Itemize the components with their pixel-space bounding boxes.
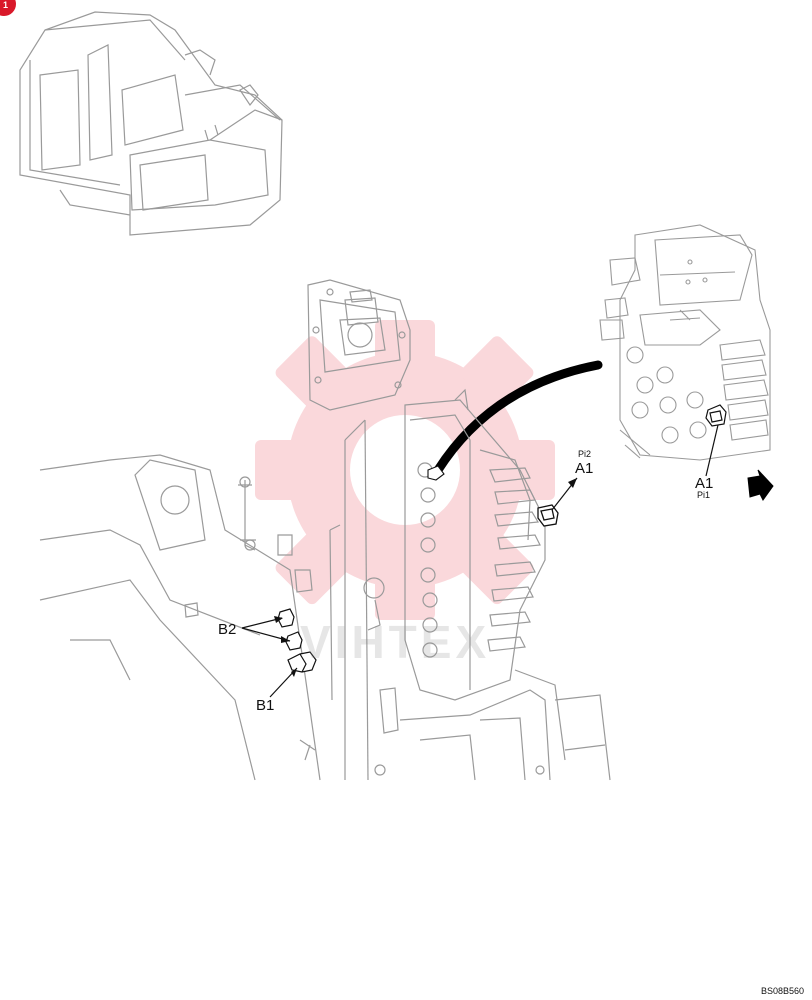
b1-fitting [287,651,317,673]
a1-main-label: A1 [575,460,594,477]
b2-label: B2 [218,621,237,638]
main-machine-drawing [39,279,611,781]
b1-label: B1 [256,697,275,714]
valve-port-fitting [427,465,445,481]
main-a1-fitting [537,504,559,527]
inset-a1-leader [705,424,719,477]
inset-a1-fitting [705,404,727,427]
corner-badge: 1 [0,0,16,16]
inset-control-valve-drawing [599,224,771,461]
b2-fittings [277,608,303,651]
watermark-text: VIHTEX [300,616,491,668]
a1-inset-label: A1 [695,475,714,492]
pi1-label: Pi1 [697,490,711,500]
drawing-code: BS08B560 [760,986,804,996]
pi2-label: Pi2 [578,449,592,459]
view-direction-arrow-icon [747,469,774,501]
excavator-overview-drawing [19,11,283,236]
